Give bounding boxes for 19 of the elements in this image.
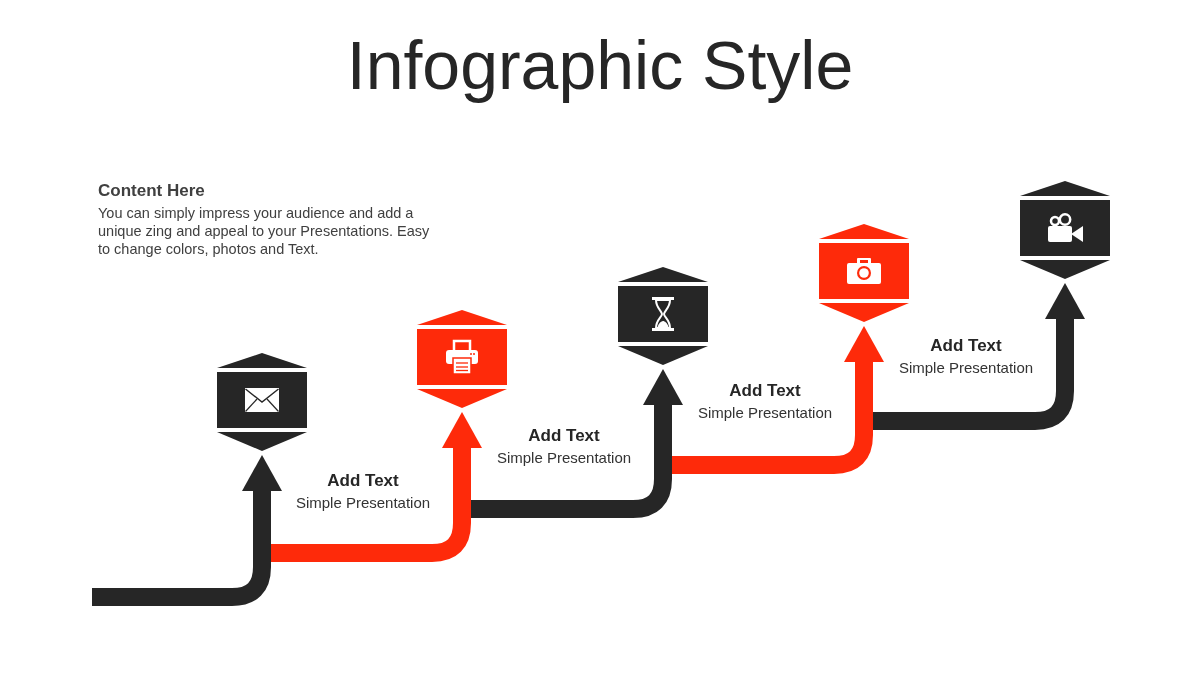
title: Infographic Style	[345, 26, 855, 104]
content-heading: Content Here	[98, 181, 206, 201]
arrow	[873, 283, 1085, 430]
hexagon-node	[1020, 181, 1110, 279]
step-description: Simple Presentation	[495, 449, 633, 467]
arrow	[271, 412, 482, 562]
arrow	[471, 369, 683, 518]
content-paragraph: You can simply impress your audience and add a unique zing and appeal to your Presentations. Easy to change colors, photos and Text.	[98, 204, 431, 258]
step-heading: Add Text	[728, 381, 802, 401]
step-heading: Add Text	[326, 471, 400, 491]
step-description: Simple Presentation	[897, 359, 1035, 377]
hexagon-node	[618, 267, 708, 365]
step-heading: Add Text	[527, 426, 601, 446]
step-description: Simple Presentation	[294, 494, 432, 512]
step-description: Simple Presentation	[696, 404, 834, 422]
arrow	[672, 326, 884, 474]
arrow	[92, 455, 282, 606]
step-heading: Add Text	[929, 336, 1003, 356]
hexagon-node	[417, 310, 507, 408]
